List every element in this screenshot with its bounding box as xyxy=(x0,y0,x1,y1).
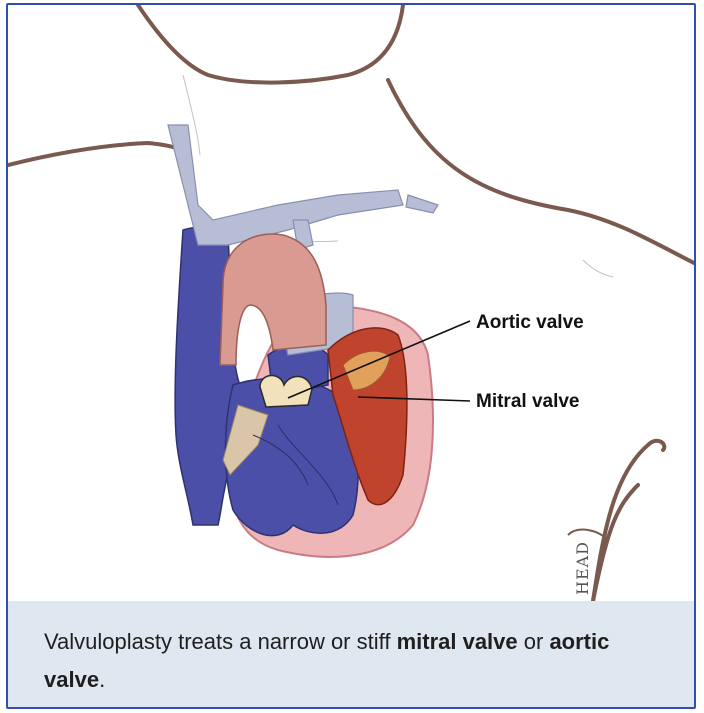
caption-text-2: or xyxy=(518,629,550,654)
label-mitral-valve: Mitral valve xyxy=(476,391,580,412)
info-card: Aortic valve Mitral valve HEAD Valvulopl… xyxy=(6,3,696,709)
caption-text-3: . xyxy=(99,667,105,692)
heart-anatomy-illustration: Aortic valve Mitral valve HEAD xyxy=(8,5,696,601)
label-aortic-valve: Aortic valve xyxy=(476,312,584,333)
caption: Valvuloplasty treats a narrow or stiff m… xyxy=(8,601,696,709)
aorta xyxy=(220,234,326,365)
caption-emphasis-mitral: mitral valve xyxy=(397,629,518,654)
artist-signature: HEAD xyxy=(573,541,592,595)
caption-text-1: Valvuloplasty treats a narrow or stiff xyxy=(44,629,397,654)
